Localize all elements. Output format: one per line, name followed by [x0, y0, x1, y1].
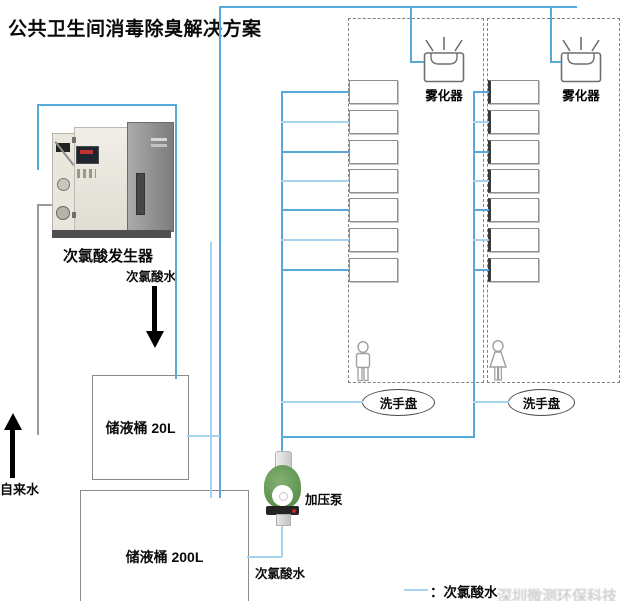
tap-water-label: 自来水 — [0, 482, 40, 497]
stall-right-7 — [488, 258, 539, 282]
pipe-machine-box-top — [37, 104, 177, 106]
legend-text: ：次氯酸水 — [430, 585, 498, 600]
basin-right-label: 洗手盘 — [522, 397, 561, 411]
pressure-pump-image — [264, 451, 301, 526]
pipe-machine-to-tank200 — [219, 6, 221, 498]
pipe-stall-right-4 — [473, 180, 489, 182]
pump-indicator-light — [292, 508, 296, 513]
machine-side-label — [151, 138, 167, 141]
basin-left-label: 洗手盘 — [379, 397, 418, 411]
pump-label: 加压泵 — [305, 493, 343, 507]
pipe-atomizer-right-drop — [550, 6, 552, 62]
pipe-basin-right-in — [473, 401, 509, 403]
pipe-atomizer-left-in — [410, 61, 424, 63]
down-arrow-icon — [152, 286, 157, 333]
pipe-stall-left-5 — [281, 209, 349, 211]
pipe-stall-right-5 — [473, 209, 489, 211]
page-title: 公共卫生间消毒除臭解决方案 — [8, 19, 262, 40]
stall-left-5 — [349, 198, 398, 222]
atomizer-right-icon — [560, 37, 602, 83]
pipe-pump-inlet — [281, 522, 283, 557]
machine-dispenser — [56, 143, 70, 152]
basin-right: 洗手盘 — [508, 389, 575, 416]
generator-label: 次氯酸发生器 — [62, 248, 153, 265]
pump-impeller-cover — [272, 485, 293, 506]
pipe-machine-outlet-2 — [210, 242, 212, 498]
stall-right-6 — [488, 228, 539, 252]
tank-20l-label: 储液桶 20L — [105, 420, 176, 436]
pipe-tank20-outlet — [187, 435, 220, 437]
pipe-stall-left-2 — [281, 121, 349, 123]
pipe-stall-right-3 — [473, 151, 489, 153]
basin-left: 洗手盘 — [362, 389, 435, 416]
pump-outlet-fitting — [276, 514, 291, 526]
stall-left-7 — [349, 258, 398, 282]
machine-handle — [136, 173, 145, 215]
machine-knob-icon — [56, 206, 70, 220]
pipe-stall-left-3 — [281, 151, 349, 153]
stall-left-4 — [349, 169, 398, 193]
machine-hinge — [72, 212, 76, 218]
tank-20l: 储液桶 20L — [92, 375, 189, 480]
atomizer-left-label: 雾化器 — [425, 89, 463, 103]
pipe-tap-water-v — [37, 204, 39, 435]
down-arrow-icon — [146, 331, 164, 348]
stall-left-6 — [349, 228, 398, 252]
atomizer-right-label: 雾化器 — [562, 89, 600, 103]
pump-terminal-box — [266, 506, 299, 515]
machine-knob-icon — [57, 178, 70, 191]
pipe-basin-left-in — [281, 401, 363, 403]
tank-200l: 储液桶 200L — [80, 490, 249, 601]
stall-left-2 — [349, 110, 398, 134]
pipe-tap-water-h — [37, 204, 55, 206]
pump-shaft — [279, 492, 288, 501]
pipe-stall-left-1 — [281, 91, 349, 93]
stall-right-2 — [488, 110, 539, 134]
machine-base — [52, 230, 171, 238]
up-arrow-icon — [10, 428, 15, 478]
pipe-stall-left-7 — [281, 269, 349, 271]
machine-control-strip — [77, 169, 96, 178]
pipe-stall-right-2 — [473, 121, 489, 123]
pipe-top-trunk — [219, 6, 577, 8]
legend-line-swatch — [404, 589, 428, 591]
stall-right-4 — [488, 169, 539, 193]
tank-200l-label: 储液桶 200L — [125, 549, 204, 565]
pipe-cross-connector — [281, 436, 475, 438]
tank200-output-label: 次氯酸水 — [255, 567, 306, 581]
pipe-machine-box-left — [37, 104, 39, 170]
pipe-stall-right-7 — [473, 269, 489, 271]
pipe-tank200-outlet-h — [247, 556, 282, 558]
generator-output-label: 次氯酸水 — [126, 270, 177, 284]
stall-right-3 — [488, 140, 539, 164]
machine-door — [74, 127, 128, 234]
pipe-stall-left-6 — [281, 239, 349, 241]
pipe-machine-to-tank20 — [175, 104, 177, 379]
male-figure-icon — [355, 341, 371, 382]
hypochlorous-generator-image — [50, 117, 174, 243]
restroom-left — [348, 18, 484, 383]
pump-body — [264, 465, 301, 508]
pipe-right-trunk — [473, 91, 475, 437]
pipe-stall-right-6 — [473, 239, 489, 241]
stall-right-1 — [488, 80, 539, 104]
machine-display — [76, 146, 99, 164]
machine-hinge — [72, 137, 76, 143]
atomizer-left-icon — [423, 37, 465, 83]
up-arrow-icon — [4, 413, 22, 430]
watermark: 深圳微测环保科技 — [497, 588, 618, 601]
machine-left-panel — [52, 133, 76, 234]
pipe-stall-left-4 — [281, 180, 349, 182]
stall-right-5 — [488, 198, 539, 222]
restroom-right — [487, 18, 620, 383]
pipe-atomizer-left-drop — [410, 6, 412, 62]
stall-left-1 — [349, 80, 398, 104]
female-figure-icon — [489, 340, 507, 381]
stall-left-3 — [349, 140, 398, 164]
pipe-atomizer-right-in — [550, 61, 561, 63]
pipe-stall-right-1 — [473, 91, 489, 93]
pipe-pump-riser — [281, 91, 283, 453]
machine-side-panel — [127, 122, 174, 232]
